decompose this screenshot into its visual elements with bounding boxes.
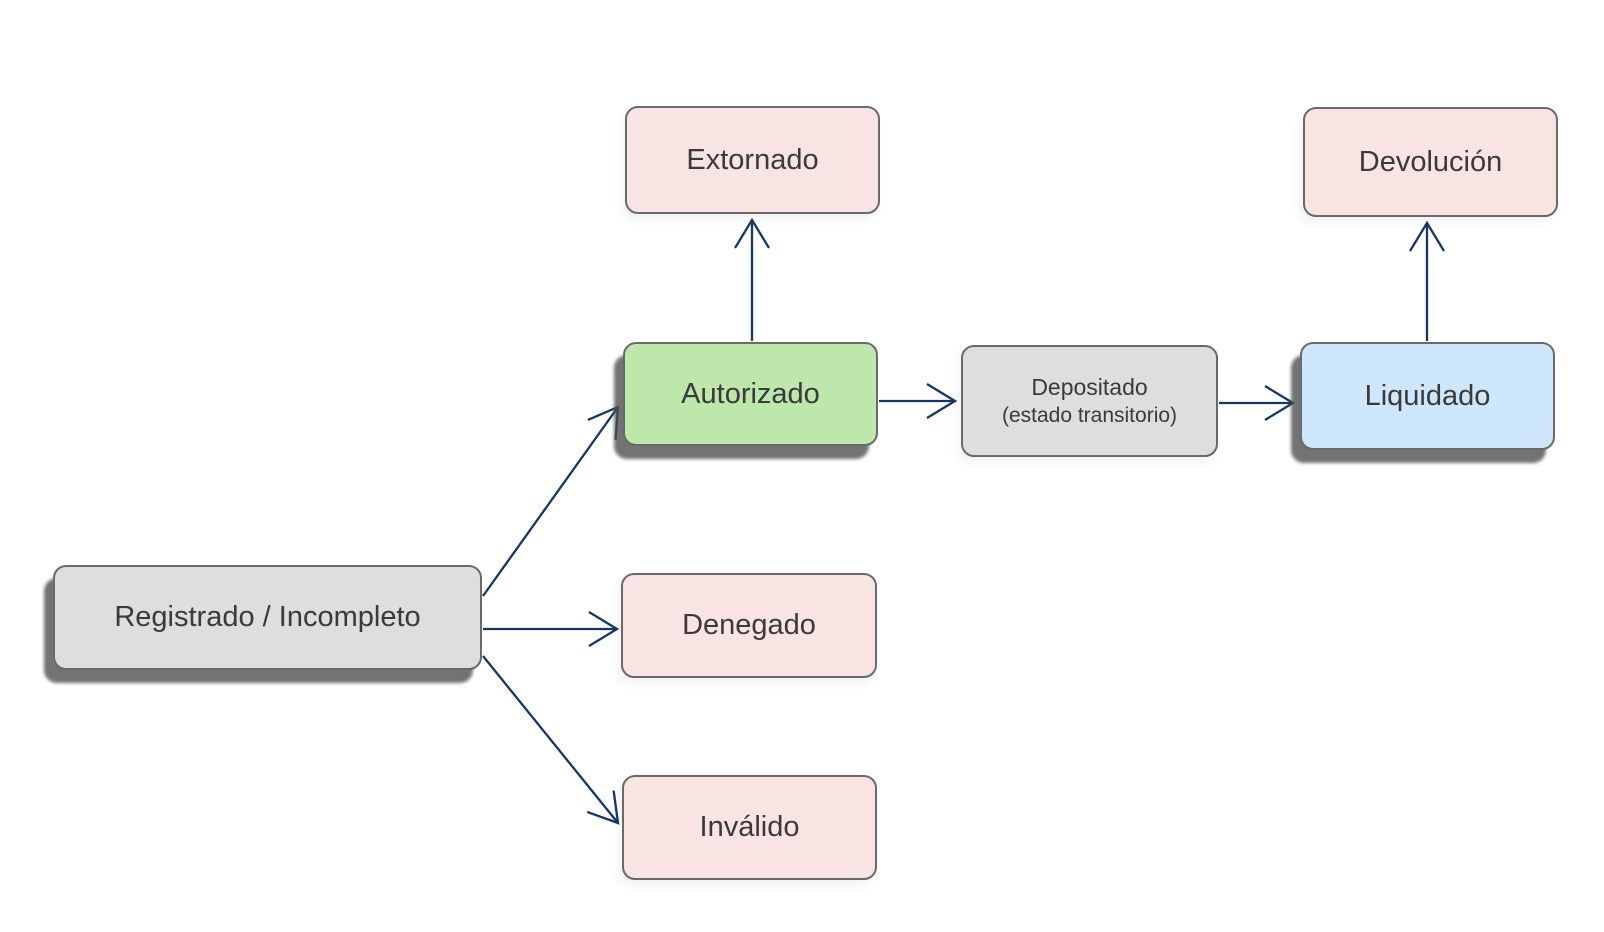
- edge-registrado-invalido: [482, 655, 620, 825]
- state-node-depositado: Depositado (estado transitorio): [961, 345, 1218, 457]
- state-label-autorizado: Autorizado: [681, 377, 820, 410]
- state-node-extornado: Extornado: [625, 106, 880, 214]
- state-node-registrado-incompleto: Registrado / Incompleto: [53, 565, 482, 670]
- state-node-autorizado: Autorizado: [623, 342, 878, 446]
- state-node-invalido: Inválido: [622, 775, 877, 880]
- state-node-liquidado: Liquidado: [1300, 342, 1555, 450]
- state-sublabel-depositado: (estado transitorio): [1001, 404, 1178, 428]
- state-label-invalido: Inválido: [699, 811, 800, 844]
- state-label-depositado: Depositado: [1031, 373, 1148, 400]
- state-label-extornado: Extornado: [686, 143, 819, 176]
- edge-registrado-autorizado: [482, 405, 620, 597]
- state-label-devolucion: Devolución: [1358, 145, 1503, 178]
- state-label-denegado: Denegado: [682, 609, 816, 642]
- state-node-devolucion: Devolución: [1303, 107, 1558, 217]
- state-label-registrado-incompleto: Registrado / Incompleto: [114, 601, 421, 634]
- state-label-liquidado: Liquidado: [1364, 379, 1491, 412]
- state-node-denegado: Denegado: [621, 573, 877, 678]
